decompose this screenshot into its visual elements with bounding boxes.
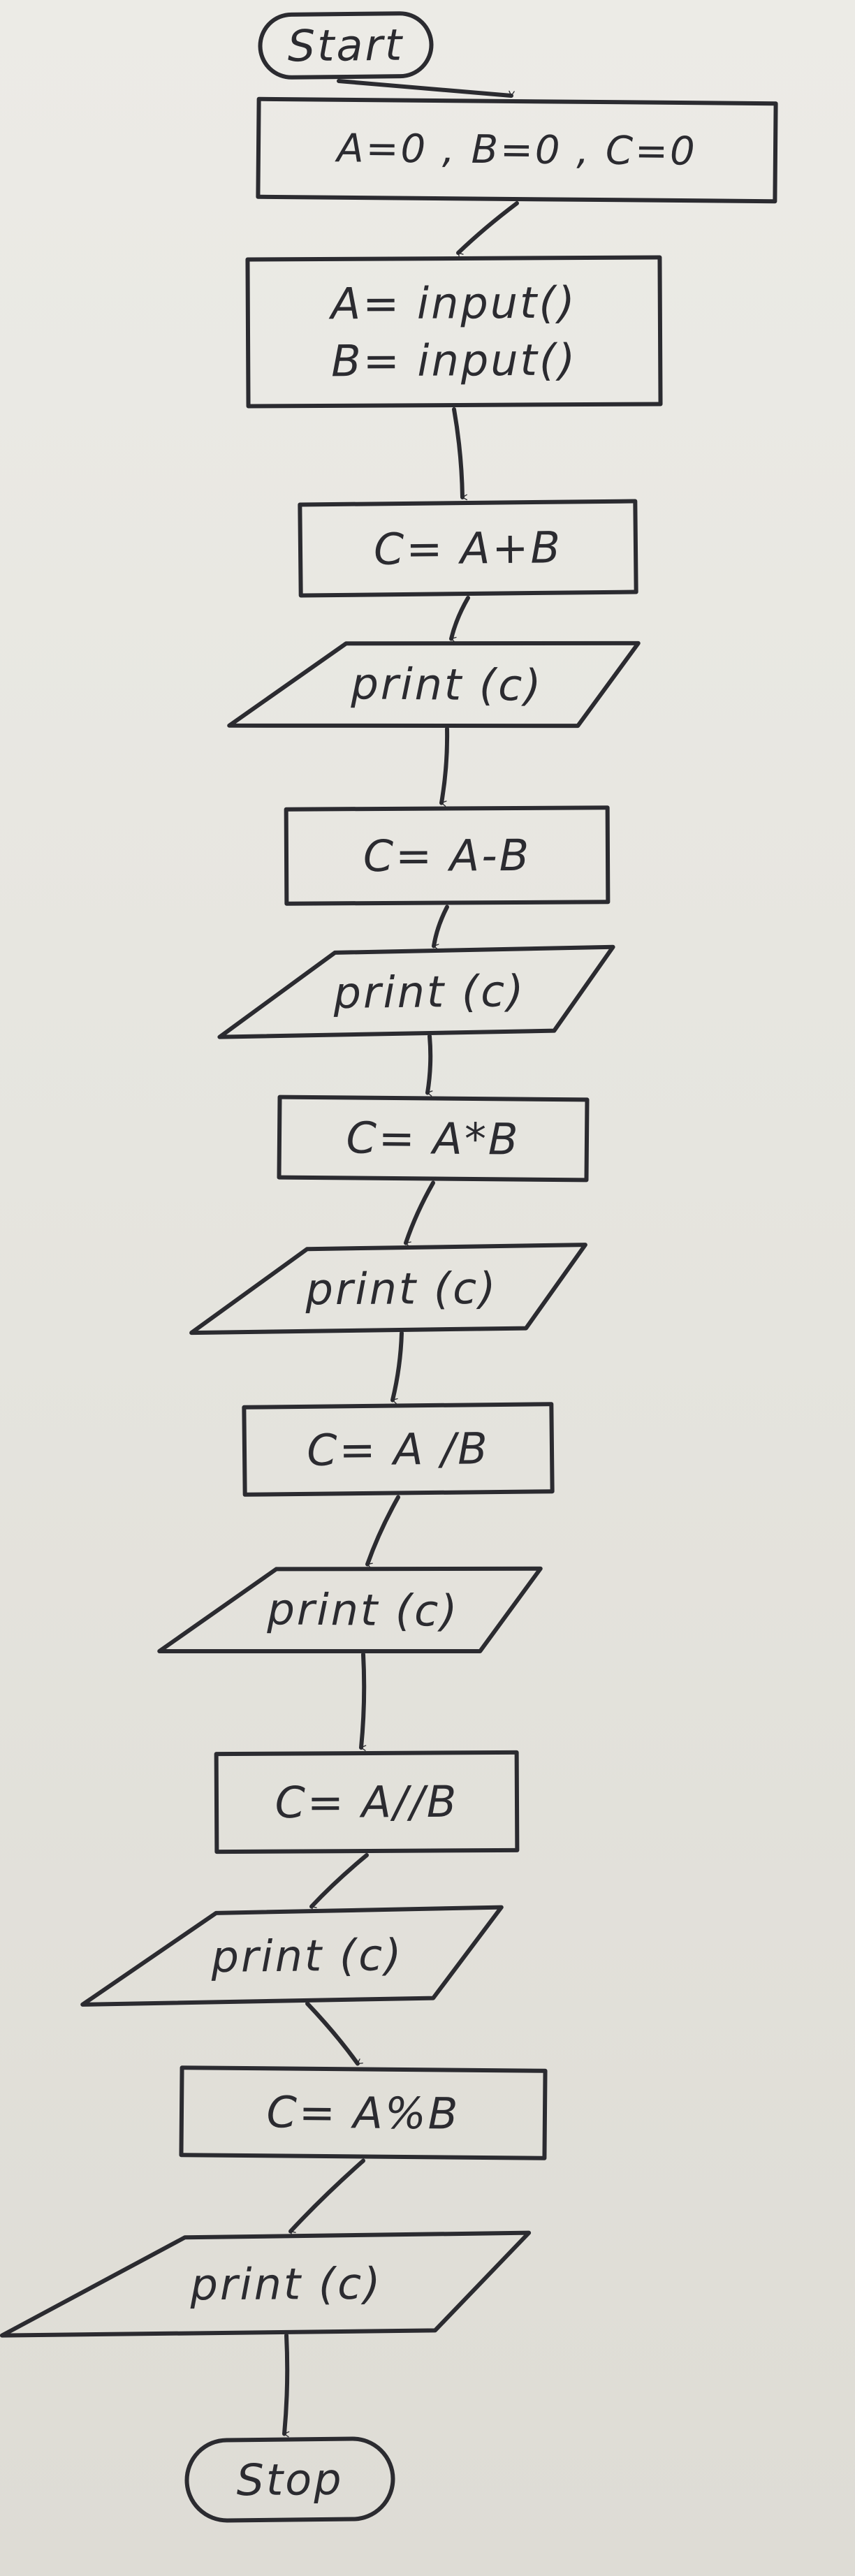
arrow-mul-to-print3	[404, 1180, 435, 1243]
node-init: A=0 , B=0 , C=0	[256, 96, 778, 204]
process-box-shape	[214, 1750, 520, 1854]
arrow-init-to-inputs	[456, 201, 519, 253]
node-label: print (c)	[210, 1929, 404, 1982]
node-print3: print (c)	[189, 1243, 587, 1335]
process-box-shape	[242, 1402, 555, 1497]
arrow-floordiv-to-print5	[309, 1853, 369, 1907]
node-label: A= input()	[328, 277, 577, 330]
arrow-div-to-print4	[365, 1495, 400, 1565]
arrow-mod-to-print6	[288, 2158, 365, 2232]
arrow-print1-to-sub	[439, 726, 450, 803]
terminal-shape	[184, 2436, 395, 2523]
node-label: C= A-B	[363, 830, 532, 881]
process-box-shape	[245, 255, 663, 409]
node-print2: print (c)	[217, 944, 615, 1039]
node-label: B= input()	[331, 335, 577, 387]
node-print5: print (c)	[80, 1905, 504, 2007]
node-label: C= A*B	[346, 1112, 520, 1164]
node-label: print (c)	[189, 2258, 382, 2310]
node-label: print (c)	[332, 965, 526, 1018]
arrow-sub-to-print2	[432, 905, 449, 946]
process-box-shape	[277, 1095, 590, 1183]
node-add: C= A+B	[298, 499, 638, 598]
io-parallelogram-shape	[189, 1243, 587, 1335]
node-print4: print (c)	[157, 1566, 543, 1653]
arrow-inputs-to-add	[452, 407, 462, 497]
node-label: Start	[287, 20, 404, 72]
node-label: A=0 , B=0 , C=0	[335, 126, 697, 175]
node-label: C= A//B	[275, 1776, 458, 1828]
node-label: C= A+B	[374, 522, 563, 575]
arrow-print3-to-div	[390, 1331, 404, 1400]
node-label: C= A /B	[307, 1423, 490, 1476]
node-stop: Stop	[184, 2436, 395, 2523]
connectors	[282, 79, 519, 2434]
arrow-add-to-print1	[449, 596, 470, 639]
io-parallelogram-shape	[217, 944, 615, 1039]
node-label: print (c)	[350, 658, 543, 710]
arrow-print4-to-floordiv	[359, 1652, 364, 1748]
node-mod: C= A%B	[179, 2065, 548, 2160]
terminal-shape	[258, 11, 434, 80]
arrow-start-to-init	[337, 79, 511, 98]
node-inputs: A= input()B= input()	[245, 255, 663, 409]
process-box-shape	[179, 2065, 548, 2160]
node-label: Stop	[236, 2454, 344, 2506]
arrow-print6-to-stop	[282, 2333, 287, 2434]
node-label: print (c)	[266, 1583, 459, 1636]
io-parallelogram-shape	[0, 2230, 532, 2338]
arrow-print2-to-mul	[425, 1034, 430, 1093]
io-parallelogram-shape	[227, 641, 641, 729]
node-label: print (c)	[305, 1263, 497, 1315]
node-sub: C= A-B	[284, 805, 611, 906]
node-print1: print (c)	[227, 641, 641, 729]
process-box-shape	[298, 499, 638, 598]
process-box-shape	[284, 805, 611, 906]
node-label: C= A%B	[266, 2086, 460, 2139]
io-parallelogram-shape	[80, 1905, 504, 2007]
node-mul: C= A*B	[277, 1095, 590, 1183]
node-start: Start	[258, 11, 434, 80]
process-box-shape	[256, 96, 778, 204]
node-print6: print (c)	[0, 2230, 532, 2338]
node-floordiv: C= A//B	[214, 1750, 520, 1854]
io-parallelogram-shape	[157, 1566, 543, 1653]
arrow-print5-to-mod	[305, 2001, 358, 2066]
node-div: C= A /B	[242, 1402, 555, 1497]
